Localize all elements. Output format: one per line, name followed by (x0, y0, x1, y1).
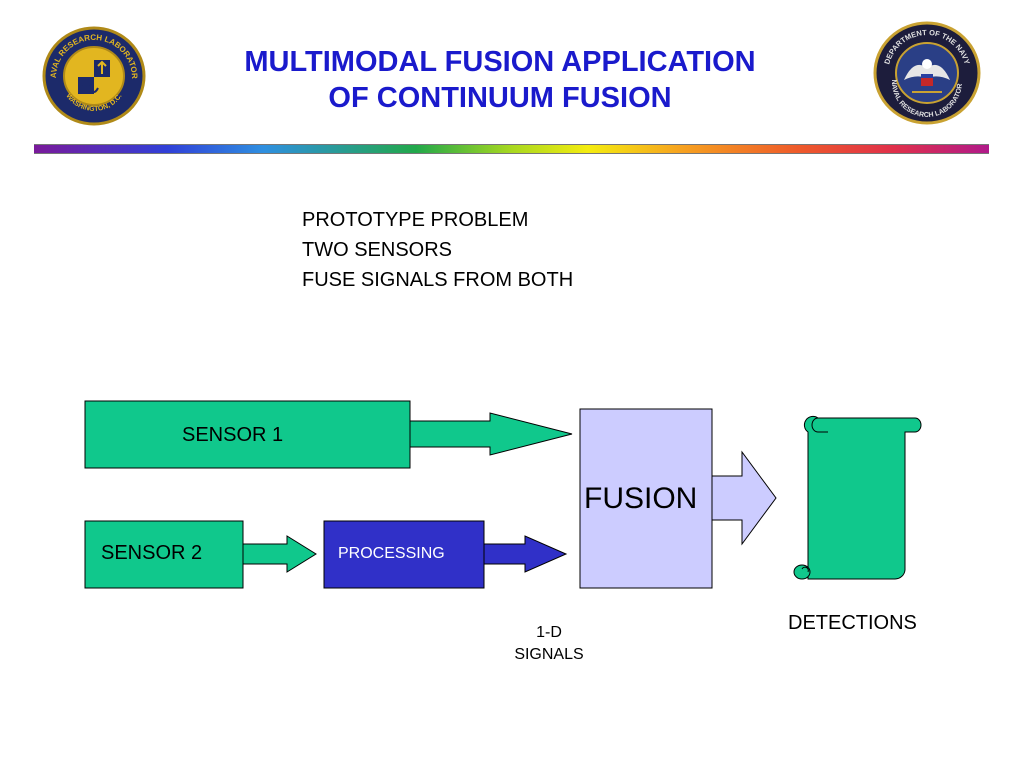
problem-line-2: TWO SENSORS (302, 239, 453, 261)
nrl-crest-logo: NAVAL RESEARCH LABORATORY WASHINGTON, D.… (40, 26, 146, 126)
problem-line-1: PROTOTYPE PROBLEM (302, 209, 529, 231)
sensor2-arrow (242, 535, 317, 573)
processing-box (323, 520, 485, 589)
problem-line-3: FUSE SIGNALS FROM BOTH (302, 269, 574, 291)
fusion-arrow (711, 450, 777, 546)
processing-arrow (483, 535, 568, 573)
slide-title-line1: MULTIMODAL FUSION APPLICATION (244, 46, 756, 78)
processing-label: PROCESSING (338, 545, 445, 562)
sensor2-label: SENSOR 2 (101, 542, 203, 564)
signals-label-line2: SIGNALS (514, 646, 584, 663)
slide-title-line2: OF CONTINUUM FUSION (328, 82, 672, 114)
detections-label: DETECTIONS (788, 612, 917, 634)
signals-label: 1-D SIGNALS (490, 622, 608, 666)
navy-eagle-seal-logo: DEPARTMENT OF THE NAVY NAVAL RESEARCH LA… (872, 20, 981, 125)
fusion-label: FUSION (584, 482, 698, 515)
sensor1-box (84, 400, 411, 469)
fusion-box (579, 408, 713, 589)
sensor1-label: SENSOR 1 (182, 424, 284, 446)
signals-label-line1: 1-D (536, 624, 562, 641)
slide-title: MULTIMODAL FUSION APPLICATION OF CONTINU… (150, 44, 850, 116)
sensor1-arrow (409, 412, 573, 456)
rainbow-divider (34, 144, 989, 154)
problem-description: PROTOTYPE PROBLEM TWO SENSORS FUSE SIGNA… (302, 205, 573, 295)
detections-scroll (793, 415, 922, 580)
